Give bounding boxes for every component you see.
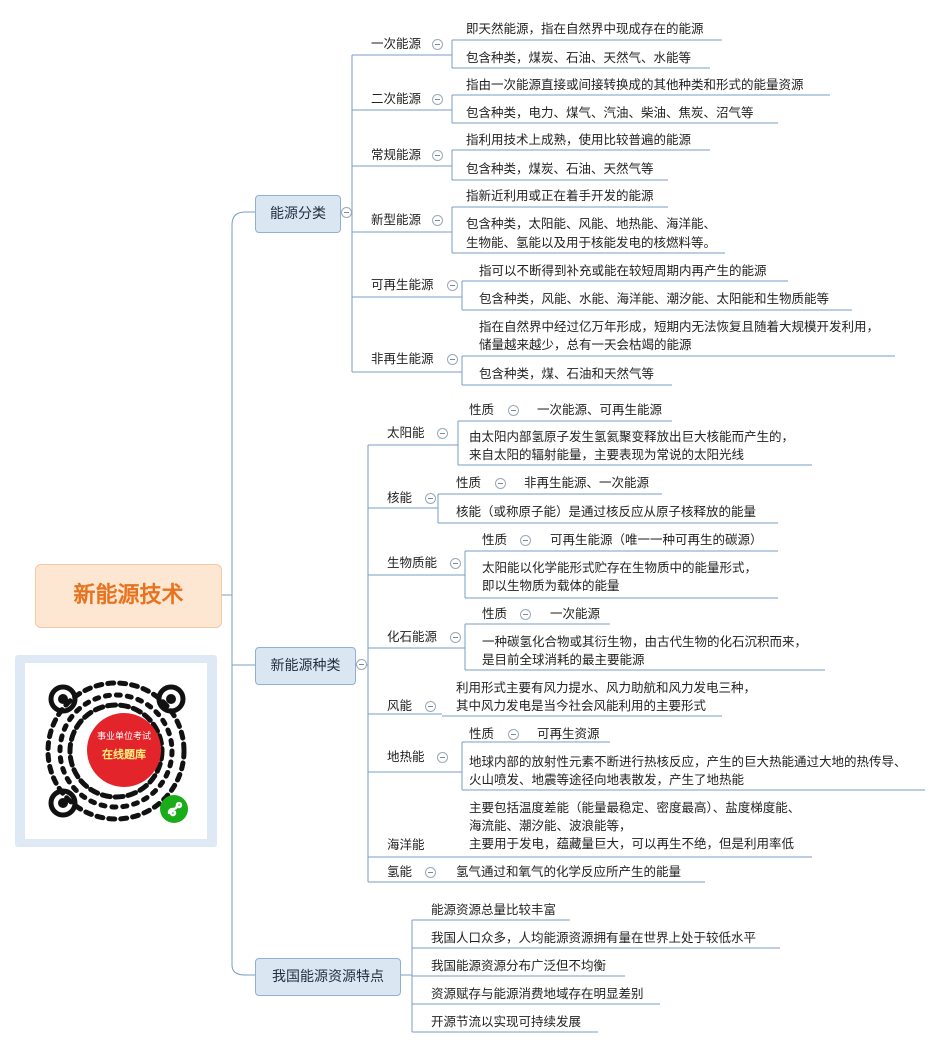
type-item-label[interactable]: 风能 — [387, 698, 413, 713]
type-desc: 地球内部的放射性元素不断进行热核反应，产生的巨大热能通过大地的热传导、 — [469, 754, 907, 769]
collapse-icon[interactable] — [432, 39, 443, 50]
type-desc: 其中风力发电是当今社会风能利用的主要形式 — [456, 698, 707, 713]
collapse-icon[interactable] — [520, 535, 531, 546]
class-detail: 储量越来越少，总有一天会枯竭的能源 — [479, 337, 692, 352]
collapse-icon[interactable] — [425, 701, 436, 712]
collapse-icon[interactable] — [495, 478, 506, 489]
type-prop-value: 一次能源、可再生能源 — [537, 402, 663, 417]
class-detail: 生物能、氢能以及用于核能发电的核燃料等。 — [466, 235, 717, 250]
type-prop-label: 性质 — [469, 726, 495, 741]
collapse-icon[interactable] — [508, 729, 519, 740]
qr-code-image: 事业单位考试 在线题库 — [25, 663, 207, 839]
type-prop-value: 可再生资源 — [537, 726, 600, 741]
type-item-label[interactable]: 化石能源 — [387, 629, 438, 644]
feature-item[interactable]: 我国能源资源分布广泛但不均衡 — [431, 958, 607, 973]
collapse-icon[interactable] — [341, 207, 352, 218]
collapse-icon[interactable] — [450, 632, 461, 643]
type-prop-label: 性质 — [482, 606, 508, 621]
class-item-label[interactable]: 常规能源 — [371, 147, 422, 162]
type-prop-label: 性质 — [482, 532, 508, 547]
class-detail: 指在自然界中经过亿万年形成，短期内无法恢复且随着大规模开发利用， — [479, 319, 880, 334]
collapse-icon[interactable] — [425, 867, 436, 878]
feature-item[interactable]: 能源资源总量比较丰富 — [431, 902, 557, 917]
type-item-label[interactable]: 生物质能 — [387, 555, 438, 570]
class-item-label[interactable]: 一次能源 — [371, 36, 422, 51]
mini-program-icon — [160, 795, 188, 823]
class-detail: 包含种类，煤炭、石油、天然气等 — [466, 161, 654, 176]
qr-badge: 事业单位考试 在线题库 — [87, 713, 161, 787]
type-desc: 火山喷发、地震等途径向地表散发，产生了地热能 — [469, 772, 745, 787]
type-desc: 核能（或称原子能）是通过核反应从原子核释放的能量 — [456, 504, 757, 519]
section-types[interactable]: 新能源种类 — [255, 647, 356, 685]
root-topic[interactable]: 新能源技术 — [35, 564, 222, 628]
type-prop-value: 一次能源 — [550, 606, 601, 621]
qr-code-panel: 事业单位考试 在线题库 — [15, 655, 217, 847]
type-desc: 利用形式主要有风力提水、风力助航和风力发电三种， — [456, 680, 757, 695]
type-desc: 即以生物质为载体的能量 — [482, 578, 620, 593]
qr-pattern-icon — [45, 680, 187, 822]
type-prop-label: 性质 — [456, 475, 482, 490]
class-detail: 包含种类，电力、煤气、汽油、柴油、焦炭、沼气等 — [466, 105, 754, 120]
collapse-icon[interactable] — [356, 659, 367, 670]
class-detail: 指由一次能源直接或间接转换成的其他种类和形式的能量资源 — [466, 77, 804, 92]
type-desc: 由太阳内部氢原子发生氢氦聚变释放出巨大核能而产生的， — [469, 429, 795, 444]
collapse-icon[interactable] — [437, 428, 448, 439]
class-item-label[interactable]: 新型能源 — [371, 212, 422, 227]
collapse-icon[interactable] — [508, 405, 519, 416]
type-desc: 一种碳氢化合物或其衍生物，由古代生物的化石沉积而来， — [482, 634, 808, 649]
type-desc: 太阳能以化学能形式贮存在生物质中的能量形式， — [482, 560, 758, 575]
class-detail: 指可以不断得到补充或能在较短周期内再产生的能源 — [479, 263, 767, 278]
class-detail: 包含种类，太阳能、风能、地热能、海洋能、 — [466, 216, 717, 231]
type-desc: 主要包括温度差能（能量最稳定、密度最高）、盐度梯度能、 — [469, 800, 801, 815]
collapse-icon[interactable] — [432, 215, 443, 226]
collapse-icon[interactable] — [447, 280, 458, 291]
class-item-label[interactable]: 非再生能源 — [371, 351, 434, 366]
type-prop-label: 性质 — [469, 402, 495, 417]
feature-item[interactable]: 资源赋存与能源消费地域存在明显差别 — [431, 986, 644, 1001]
class-detail: 包含种类，煤炭、石油、天然气、水能等 — [466, 50, 692, 65]
type-desc: 主要用于发电，蕴藏量巨大，可以再生不绝，但是利用率低 — [469, 836, 795, 851]
class-detail: 指新近利用或正在着手开发的能源 — [466, 188, 654, 203]
qr-badge-line1: 事业单位考试 — [96, 732, 151, 742]
type-prop-value: 可再生能源（唯一一种可再生的碳源） — [550, 532, 763, 547]
class-detail: 指利用技术上成熟，使用比较普遍的能源 — [466, 132, 692, 147]
collapse-icon[interactable] — [450, 558, 461, 569]
type-prop-value: 非再生能源、一次能源 — [524, 475, 650, 490]
collapse-icon[interactable] — [520, 609, 531, 620]
type-item-label[interactable]: 核能 — [387, 490, 413, 505]
qr-badge-line2: 在线题库 — [102, 748, 146, 761]
type-item-label[interactable]: 太阳能 — [387, 425, 425, 440]
type-desc: 海流能、潮汐能、波浪能等， — [469, 818, 632, 833]
class-detail: 包含种类，风能、水能、海洋能、潮汐能、太阳能和生物质能等 — [479, 291, 830, 306]
collapse-icon[interactable] — [432, 94, 443, 105]
type-item-label[interactable]: 地热能 — [387, 749, 425, 764]
type-desc: 来自太阳的辐射能量，主要表现为常说的太阳光线 — [469, 447, 745, 462]
class-item-label[interactable]: 二次能源 — [371, 91, 422, 106]
type-desc: 氢气通过和氧气的化学反应所产生的能量 — [456, 864, 682, 879]
feature-item[interactable]: 我国人口众多，人均能源资源拥有量在世界上处于较低水平 — [431, 930, 757, 945]
section-classification[interactable]: 能源分类 — [255, 195, 341, 233]
class-detail: 即天然能源，指在自然界中现成存在的能源 — [466, 21, 704, 36]
section-features[interactable]: 我国能源资源特点 — [255, 958, 401, 996]
feature-item[interactable]: 开源节流以实现可持续发展 — [431, 1014, 582, 1029]
type-item-label[interactable]: 氢能 — [387, 864, 413, 879]
collapse-icon[interactable] — [437, 752, 448, 763]
type-desc: 是目前全球消耗的最主要能源 — [482, 652, 645, 667]
collapse-icon[interactable] — [425, 493, 436, 504]
type-item-label[interactable]: 海洋能 — [387, 837, 425, 852]
collapse-icon[interactable] — [432, 150, 443, 161]
collapse-icon[interactable] — [447, 354, 458, 365]
class-item-label[interactable]: 可再生能源 — [371, 277, 434, 292]
class-detail: 包含种类，煤、石油和天然气等 — [479, 366, 655, 381]
